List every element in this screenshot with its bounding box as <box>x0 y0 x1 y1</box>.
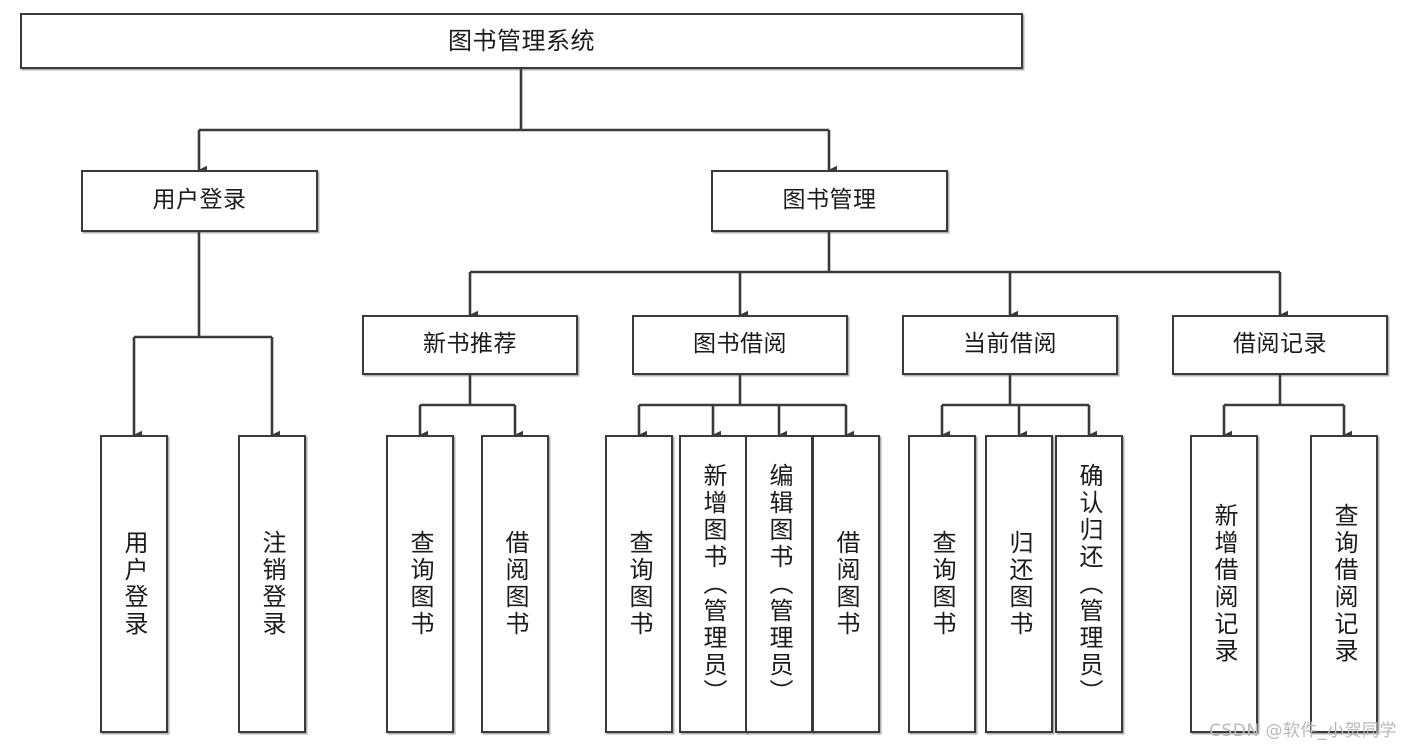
node-leaf-return-book[interactable]: 归还图书 <box>985 435 1053 733</box>
node-borrow-record[interactable]: 借阅记录 <box>1172 315 1388 375</box>
node-leaf-add-book-label: 新增图书（管理员） <box>699 462 727 706</box>
node-leaf-user-login[interactable]: 用户登录 <box>100 435 168 733</box>
node-leaf-add-record[interactable]: 新增借阅记录 <box>1190 435 1258 733</box>
node-current-borrow[interactable]: 当前借阅 <box>902 315 1118 375</box>
node-leaf-confirm-return[interactable]: 确认归还（管理员） <box>1055 435 1123 733</box>
node-leaf-query-book-2-label: 查询图书 <box>625 530 653 638</box>
node-leaf-edit-book-label: 编辑图书（管理员） <box>765 462 793 706</box>
node-user-login-label: 用户登录 <box>152 187 247 214</box>
node-leaf-logout-login-label: 注销登录 <box>258 530 286 638</box>
node-leaf-add-record-label: 新增借阅记录 <box>1210 503 1238 665</box>
node-leaf-logout-login[interactable]: 注销登录 <box>238 435 306 733</box>
node-book-borrow-label: 图书借阅 <box>693 331 787 358</box>
node-leaf-query-book-1[interactable]: 查询图书 <box>386 435 454 733</box>
node-leaf-borrow-book-2[interactable]: 借阅图书 <box>812 435 880 733</box>
node-leaf-edit-book[interactable]: 编辑图书（管理员） <box>745 435 813 733</box>
node-leaf-query-book-3[interactable]: 查询图书 <box>908 435 976 733</box>
node-leaf-confirm-return-label: 确认归还（管理员） <box>1075 462 1103 706</box>
node-leaf-query-record[interactable]: 查询借阅记录 <box>1310 435 1378 733</box>
node-book-management[interactable]: 图书管理 <box>711 170 948 232</box>
node-leaf-query-book-1-label: 查询图书 <box>406 530 434 638</box>
watermark-text: CSDN @软件_小贺同学 <box>1209 721 1397 741</box>
node-book-borrow[interactable]: 图书借阅 <box>632 315 848 375</box>
node-leaf-query-record-label: 查询借阅记录 <box>1330 503 1358 665</box>
node-leaf-query-book-2[interactable]: 查询图书 <box>605 435 673 733</box>
node-new-book-recommend[interactable]: 新书推荐 <box>362 315 578 375</box>
node-root-label: 图书管理系统 <box>448 26 595 55</box>
node-leaf-borrow-book-1-label: 借阅图书 <box>501 530 529 638</box>
node-leaf-return-book-label: 归还图书 <box>1005 530 1033 638</box>
node-new-book-recommend-label: 新书推荐 <box>423 331 517 358</box>
node-book-management-label: 图书管理 <box>782 187 877 214</box>
node-user-login[interactable]: 用户登录 <box>81 170 318 232</box>
node-leaf-user-login-label: 用户登录 <box>120 530 148 638</box>
node-borrow-record-label: 借阅记录 <box>1233 331 1327 358</box>
node-leaf-borrow-book-2-label: 借阅图书 <box>832 530 860 638</box>
node-leaf-borrow-book-1[interactable]: 借阅图书 <box>481 435 549 733</box>
node-leaf-add-book[interactable]: 新增图书（管理员） <box>679 435 747 733</box>
node-current-borrow-label: 当前借阅 <box>963 331 1057 358</box>
node-root[interactable]: 图书管理系统 <box>20 13 1023 69</box>
node-leaf-query-book-3-label: 查询图书 <box>928 530 956 638</box>
